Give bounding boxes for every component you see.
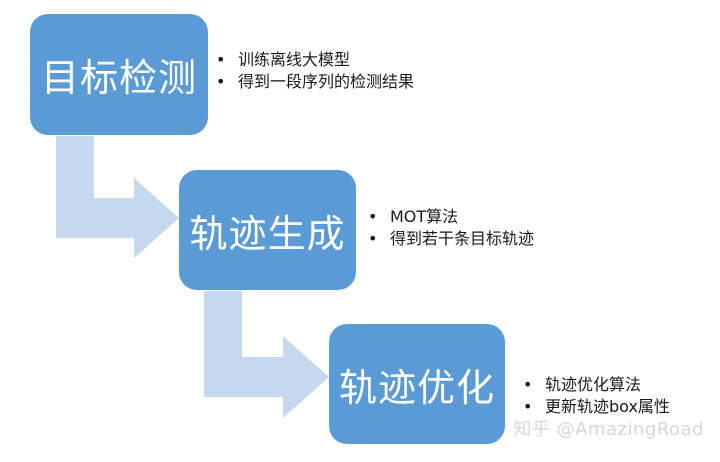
stage-title: 目标检测	[40, 56, 197, 100]
stage-box-detection: 目标检测	[30, 14, 208, 135]
stage-1-bullet-list: 训练离线大模型 得到一段序列的检测结果	[216, 49, 414, 93]
stage-title: 轨迹优化	[338, 365, 495, 410]
bullet-item: 得到一段序列的检测结果	[216, 71, 414, 93]
stage-box-trajectory-generation: 轨迹生成	[179, 170, 356, 290]
bullet-item: 更新轨迹box属性	[523, 396, 670, 418]
bullet-item: 训练离线大模型	[216, 49, 414, 71]
watermark: 知乎 @AmazingRoad	[513, 419, 704, 440]
flow-arrow-2-to-3	[204, 291, 329, 418]
bullet-item: 得到若干条目标轨迹	[368, 228, 534, 250]
stage-box-trajectory-optimization: 轨迹优化	[329, 324, 505, 444]
stage-2-bullet-list: MOT算法 得到若干条目标轨迹	[368, 206, 534, 250]
bullet-item: 轨迹优化算法	[523, 374, 670, 396]
bullet-item: MOT算法	[368, 206, 534, 228]
stage-3-bullet-list: 轨迹优化算法 更新轨迹box属性	[523, 374, 670, 418]
stage-title: 轨迹生成	[189, 211, 346, 256]
flow-arrow-1-to-2	[56, 136, 179, 258]
